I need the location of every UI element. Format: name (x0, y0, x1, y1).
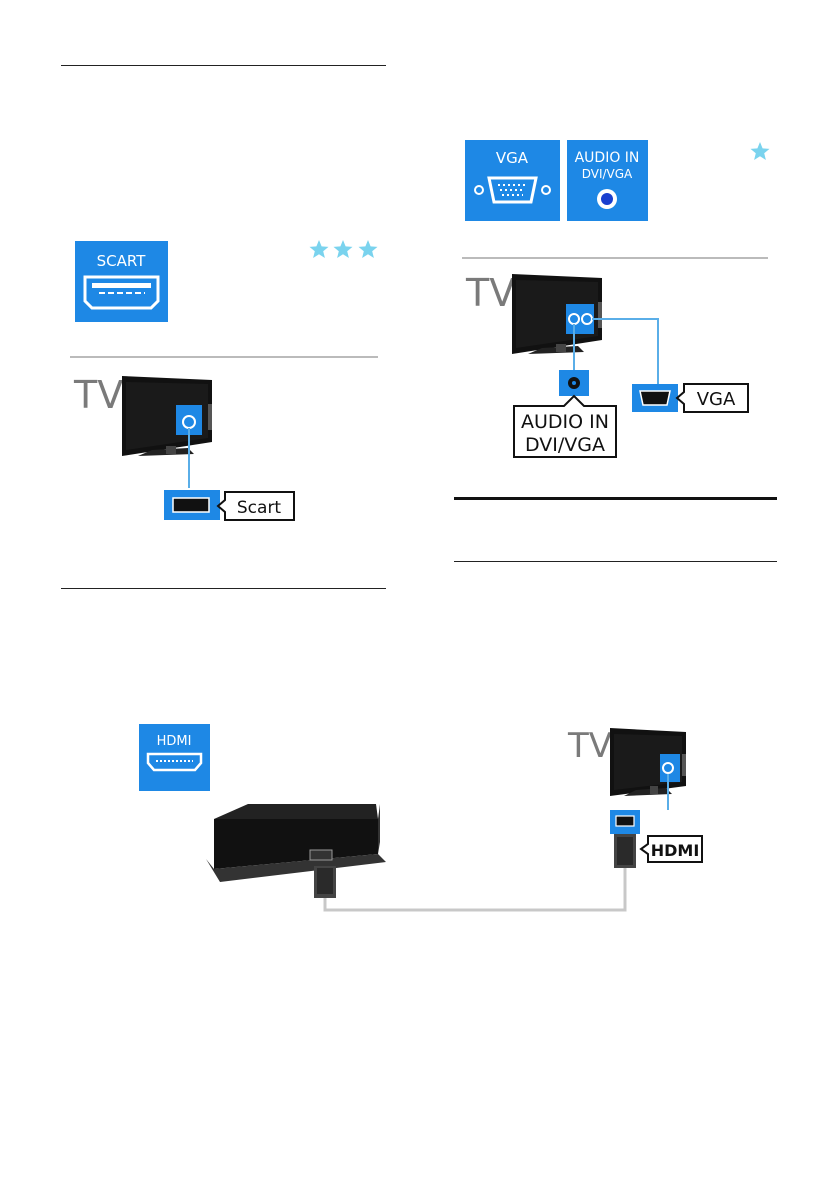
scart-rating-stars (309, 240, 378, 258)
audio-icon-line1: AUDIO IN (575, 150, 640, 166)
scart-tv-label: TV (73, 373, 123, 417)
audio-callout-line2: DVI/VGA (525, 434, 605, 456)
rule-right-thin (454, 561, 777, 562)
vga-rating-star (750, 142, 770, 160)
star-icon (358, 240, 378, 258)
scart-icon-label: SCART (97, 252, 147, 270)
vga-icon-label: VGA (496, 149, 529, 167)
star-icon (333, 240, 353, 258)
rule-scart-diagram (70, 356, 378, 358)
hdmi-connector-label: HDMI (651, 841, 700, 860)
vga-port-icon: VGA (465, 140, 560, 221)
audio-icon-line2: DVI/VGA (582, 167, 633, 181)
hdmi-tv-label: TV (567, 726, 612, 766)
audio-in-port-icon: AUDIO IN DVI/VGA (567, 140, 648, 221)
set-top-box-icon (206, 804, 386, 882)
star-icon (309, 240, 329, 258)
rule-vga-diagram (462, 257, 768, 259)
hdmi-port-icon: HDMI (139, 724, 210, 791)
vga-tv-label: TV (465, 271, 515, 315)
audio-callout-line1: AUDIO IN (521, 411, 609, 433)
vga-callout-label: VGA (697, 389, 736, 410)
vga-connection-diagram: TV AUDIO IN DVI/VGA VGA (465, 271, 749, 458)
hdmi-tv-port (660, 754, 680, 782)
hdmi-connection-diagram: TV HDMI (206, 726, 703, 912)
scart-connector-label: Scart (237, 498, 282, 518)
scart-port-icon: SCART (75, 241, 168, 322)
rule-right-thick (454, 497, 777, 500)
scart-connection-diagram: TV Scart (73, 373, 295, 521)
hdmi-icon-label: HDMI (157, 734, 192, 749)
rule-top-left (61, 65, 386, 66)
rule-mid-left (61, 588, 386, 589)
star-icon (750, 142, 770, 160)
